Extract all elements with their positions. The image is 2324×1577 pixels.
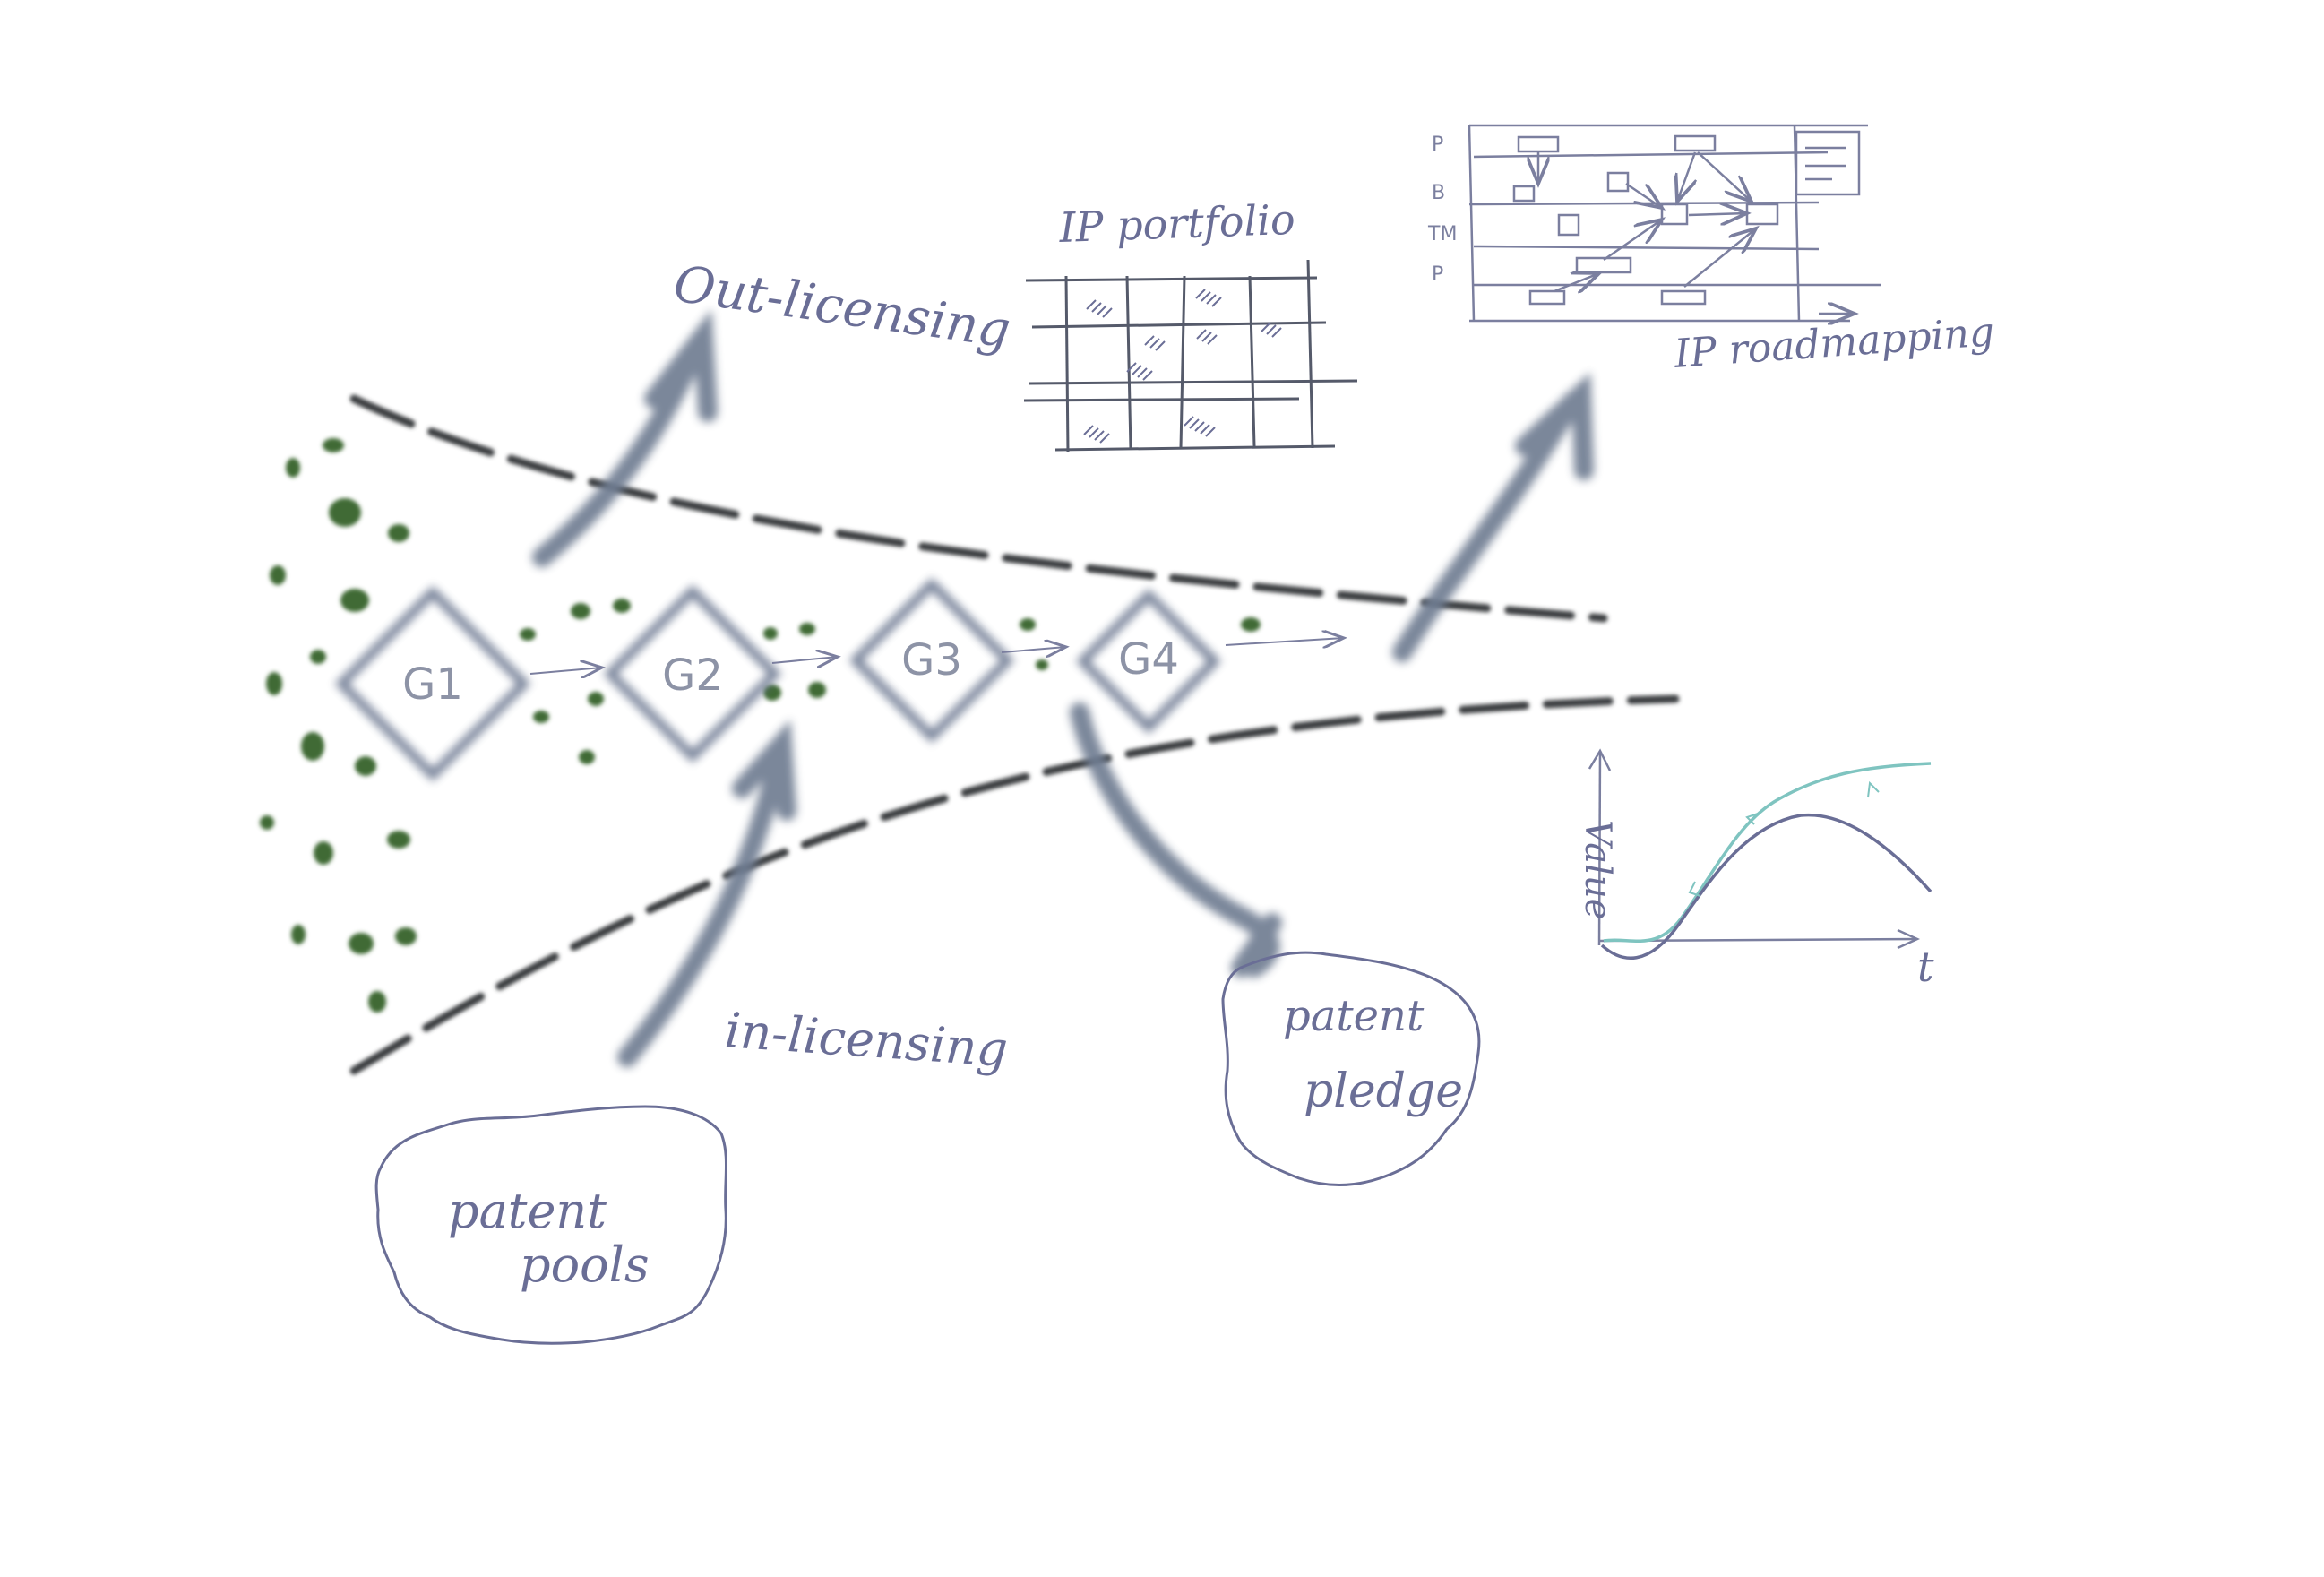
ip-portfolio-label: IP portfolio bbox=[1057, 195, 1295, 252]
in-licensing-label: in-licensing bbox=[723, 1002, 1010, 1078]
pledge-arrow bbox=[1070, 702, 1280, 978]
roadmap-row-label-1: P bbox=[1432, 134, 1443, 156]
patent-pledge-cloud: patent pledge bbox=[1221, 951, 1481, 1186]
gate-g1-label: G1 bbox=[402, 659, 463, 710]
pledge-arrowhead bbox=[1231, 913, 1282, 978]
out-licensing-arrowhead bbox=[644, 309, 718, 422]
gate-g4: G4 bbox=[1076, 589, 1221, 734]
flow-arrows bbox=[532, 309, 1594, 1067]
in-licensing-arrowhead bbox=[732, 720, 796, 821]
ip-portfolio-grid bbox=[1023, 259, 1358, 453]
roadmapping-arrowhead bbox=[1515, 372, 1594, 480]
patent-pools-line2: pools bbox=[520, 1237, 650, 1293]
value-curve-teal bbox=[1603, 762, 1932, 943]
out-licensing-label: Out-licensing bbox=[670, 254, 1014, 359]
roadmap-row-label-4: P bbox=[1432, 263, 1443, 286]
patent-pools-line1: patent bbox=[448, 1183, 607, 1239]
value-curve-purple bbox=[1600, 813, 1932, 961]
patent-pledge-line2: pledge bbox=[1304, 1064, 1463, 1118]
value-axis-label: Value bbox=[1577, 820, 1618, 919]
patent-pools-cloud: patent pools bbox=[374, 1105, 728, 1345]
stage-gates: G1 G2 G3 G4 bbox=[335, 578, 1221, 781]
ip-roadmapping-label: IP roadmapping bbox=[1672, 309, 1995, 377]
gate-g2: G2 bbox=[604, 585, 781, 763]
roadmap-row-label-2: B bbox=[1432, 182, 1445, 204]
funnel-bottom-line bbox=[349, 694, 1680, 1075]
roadmap-row-label-3: TM bbox=[1427, 223, 1457, 246]
ip-roadmap-diagram: P B TM P bbox=[1427, 124, 1881, 321]
patent-pledge-line1: patent bbox=[1283, 991, 1425, 1041]
gate-g4-label: G4 bbox=[1118, 634, 1179, 685]
gate-g1: G1 bbox=[335, 586, 530, 781]
gate-g3-label: G3 bbox=[901, 635, 962, 685]
gate-g3: G3 bbox=[849, 578, 1014, 743]
funnel-top-line bbox=[349, 394, 1608, 623]
value-y-axis bbox=[1597, 750, 1602, 946]
value-time-chart: Value t bbox=[1577, 748, 1934, 991]
gate-g2-label: G2 bbox=[662, 651, 723, 701]
funnel-boundaries bbox=[349, 394, 1680, 1075]
roadmapping-arrow bbox=[1392, 392, 1582, 662]
idea-dots bbox=[260, 438, 1261, 1013]
portfolio-hatches bbox=[1083, 289, 1282, 444]
time-axis-label: t bbox=[1917, 943, 1934, 991]
in-licensing-arrow bbox=[617, 743, 789, 1067]
gate-flow-arrows bbox=[529, 638, 1344, 674]
